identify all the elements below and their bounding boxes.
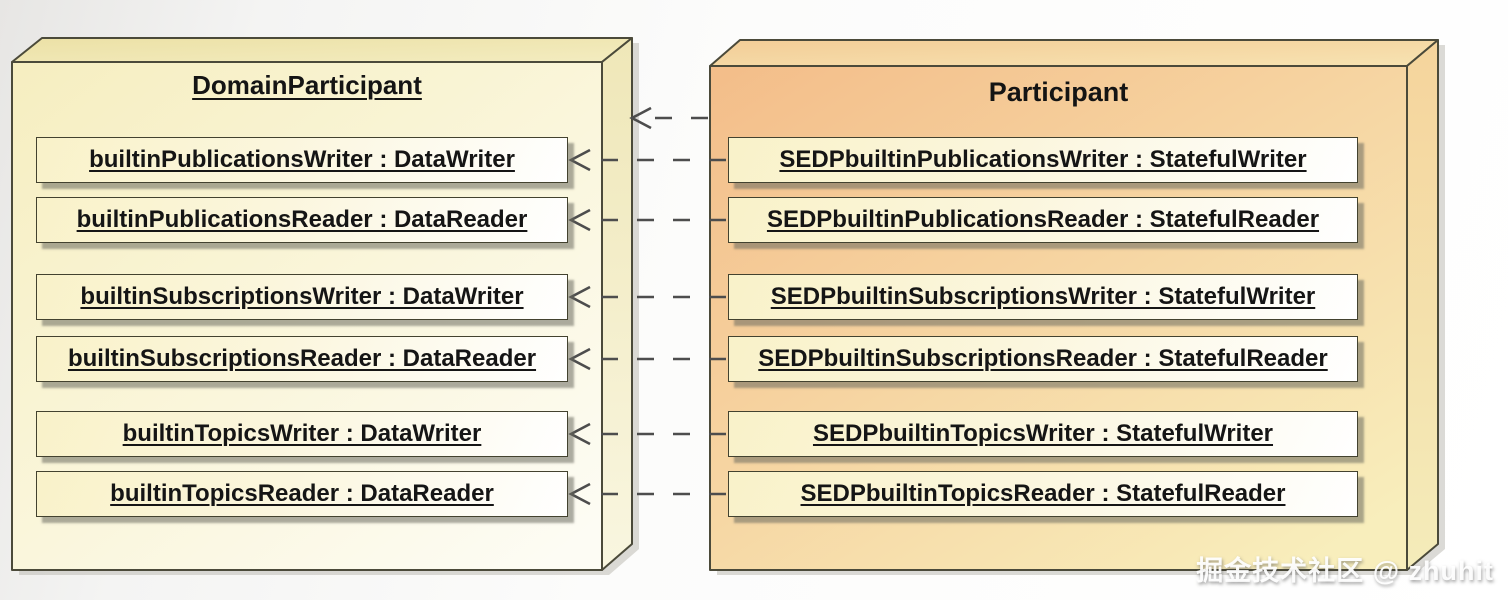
watermark: 掘金技术社区 @ zhuhit bbox=[1196, 556, 1494, 586]
item-dependency-arrow-4 bbox=[568, 422, 726, 446]
arrowhead-icon bbox=[568, 422, 591, 446]
item-sedp-builtin-publications-reader: SEDPbuiltinPublicationsReader : Stateful… bbox=[728, 197, 1358, 243]
item-builtin-publications-reader: builtinPublicationsReader : DataReader bbox=[36, 197, 568, 243]
left-node-top-face bbox=[11, 37, 633, 63]
node-title-participant: Participant bbox=[988, 76, 1129, 107]
item-builtin-topics-writer: builtinTopicsWriter : DataWriter bbox=[36, 411, 568, 457]
arrowhead-icon bbox=[629, 106, 652, 130]
node-dependency-arrow bbox=[629, 106, 708, 130]
arrowhead-icon bbox=[568, 347, 591, 371]
arrowhead-icon bbox=[568, 148, 591, 172]
item-sedp-builtin-subscriptions-reader: SEDPbuiltinSubscriptionsReader : Statefu… bbox=[728, 336, 1358, 382]
arrowhead-icon bbox=[568, 482, 591, 506]
item-sedp-builtin-topics-writer: SEDPbuiltinTopicsWriter : StatefulWriter bbox=[728, 411, 1358, 457]
item-builtin-subscriptions-writer: builtinSubscriptionsWriter : DataWriter bbox=[36, 274, 568, 320]
item-dependency-arrow-3 bbox=[568, 347, 726, 371]
item-builtin-subscriptions-reader: builtinSubscriptionsReader : DataReader bbox=[36, 336, 568, 382]
dependency-arrows bbox=[568, 106, 726, 506]
item-sedp-builtin-topics-reader: SEDPbuiltinTopicsReader : StatefulReader bbox=[728, 471, 1358, 517]
arrowhead-icon bbox=[568, 285, 591, 309]
right-node-side-face bbox=[1406, 39, 1439, 571]
item-builtin-topics-reader: builtinTopicsReader : DataReader bbox=[36, 471, 568, 517]
arrowhead-icon bbox=[568, 208, 591, 232]
item-sedp-builtin-publications-writer: SEDPbuiltinPublicationsWriter : Stateful… bbox=[728, 137, 1358, 183]
left-node-side-face bbox=[601, 37, 633, 571]
item-sedp-builtin-subscriptions-writer: SEDPbuiltinSubscriptionsWriter : Statefu… bbox=[728, 274, 1358, 320]
item-builtin-publications-writer: builtinPublicationsWriter : DataWriter bbox=[36, 137, 568, 183]
item-dependency-arrow-1 bbox=[568, 208, 726, 232]
item-dependency-arrow-5 bbox=[568, 482, 726, 506]
right-node-top-face bbox=[709, 39, 1439, 67]
node-title-domainparticipant: DomainParticipant bbox=[192, 69, 422, 100]
item-dependency-arrow-0 bbox=[568, 148, 726, 172]
item-dependency-arrow-2 bbox=[568, 285, 726, 309]
